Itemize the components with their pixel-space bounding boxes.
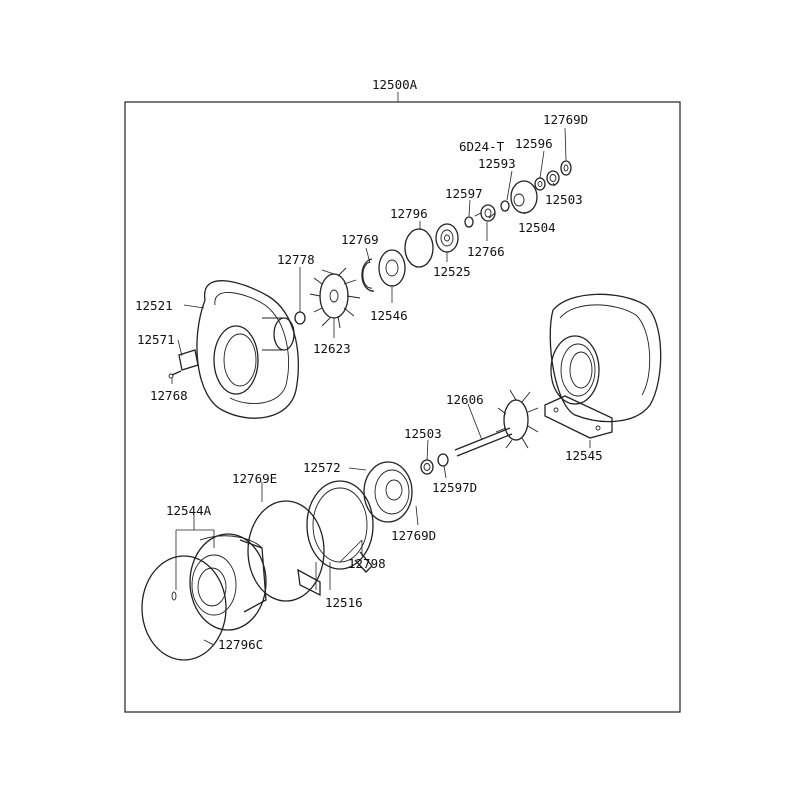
part-12623-compressor-wheel[interactable] [309,267,361,329]
label-12769d-top[interactable]: 12769D [543,112,588,127]
part-12546-seal-insert[interactable] [378,249,406,287]
label-12572[interactable]: 12572 [303,460,341,475]
label-12546[interactable]: 12546 [370,308,408,323]
part-12596-washer[interactable] [534,177,546,191]
part-12503-nut-lower[interactable] [420,459,434,475]
part-12593-collar[interactable] [500,200,510,212]
diagram-frame [124,101,681,713]
label-variant: 6D24-T [459,139,505,154]
label-12593[interactable]: 12593 [478,156,516,171]
part-12796c-cover-plate[interactable] [141,555,227,661]
leader-lines [171,127,591,646]
label-12597d[interactable]: 12597D [432,480,477,495]
label-12623[interactable]: 12623 [313,341,351,356]
label-12544a[interactable]: 12544A [166,503,212,518]
label-12606[interactable]: 12606 [446,392,484,407]
part-12525-seal-plate[interactable] [435,223,459,253]
label-12769e[interactable]: 12769E [232,471,277,486]
label-12778[interactable]: 12778 [277,252,315,267]
label-12503-mid[interactable]: 12503 [404,426,442,441]
label-12545[interactable]: 12545 [565,448,603,463]
part-12516-clamp-bracket[interactable] [297,568,321,597]
part-12504-thrust-plate[interactable] [510,180,538,214]
label-12769d-mid[interactable]: 12769D [391,528,436,543]
label-12503-top[interactable]: 12503 [545,192,583,207]
part-12778-nut[interactable] [294,311,306,325]
part-12606-turbine-shaft[interactable] [454,389,539,457]
part-12769e-ring[interactable] [247,500,325,602]
part-12766-bushing[interactable] [474,204,496,222]
part-12768-screw[interactable] [168,370,182,379]
part-12796-o-ring[interactable] [404,228,434,268]
label-12768[interactable]: 12768 [150,388,188,403]
label-12769[interactable]: 12769 [341,232,379,247]
label-12766[interactable]: 12766 [467,244,505,259]
part-12597-ring[interactable] [464,216,474,228]
label-12571[interactable]: 12571 [137,332,175,347]
part-12571-plate[interactable] [178,349,199,371]
assembly-label[interactable]: 12500A [372,77,418,92]
label-12525[interactable]: 12525 [433,264,471,279]
part-12544a-bearing-housing[interactable] [189,533,267,631]
part-12597d-ring[interactable] [437,453,449,467]
part-12769-snap-ring[interactable] [361,258,375,292]
part-12769d-washer[interactable] [560,160,572,176]
label-12796[interactable]: 12796 [390,206,428,221]
label-12504[interactable]: 12504 [518,220,556,235]
label-12597[interactable]: 12597 [445,186,483,201]
part-12521-compressor-housing[interactable] [196,280,300,419]
label-12798[interactable]: 12798 [348,556,386,571]
label-12516[interactable]: 12516 [325,595,363,610]
part-12545-turbine-housing[interactable] [544,293,662,439]
label-12796c[interactable]: 12796C [218,637,263,652]
label-12521[interactable]: 12521 [135,298,173,313]
part-12572-seal-plate[interactable] [363,461,413,523]
part-12503-nut[interactable] [546,170,560,186]
label-12596[interactable]: 12596 [515,136,553,151]
